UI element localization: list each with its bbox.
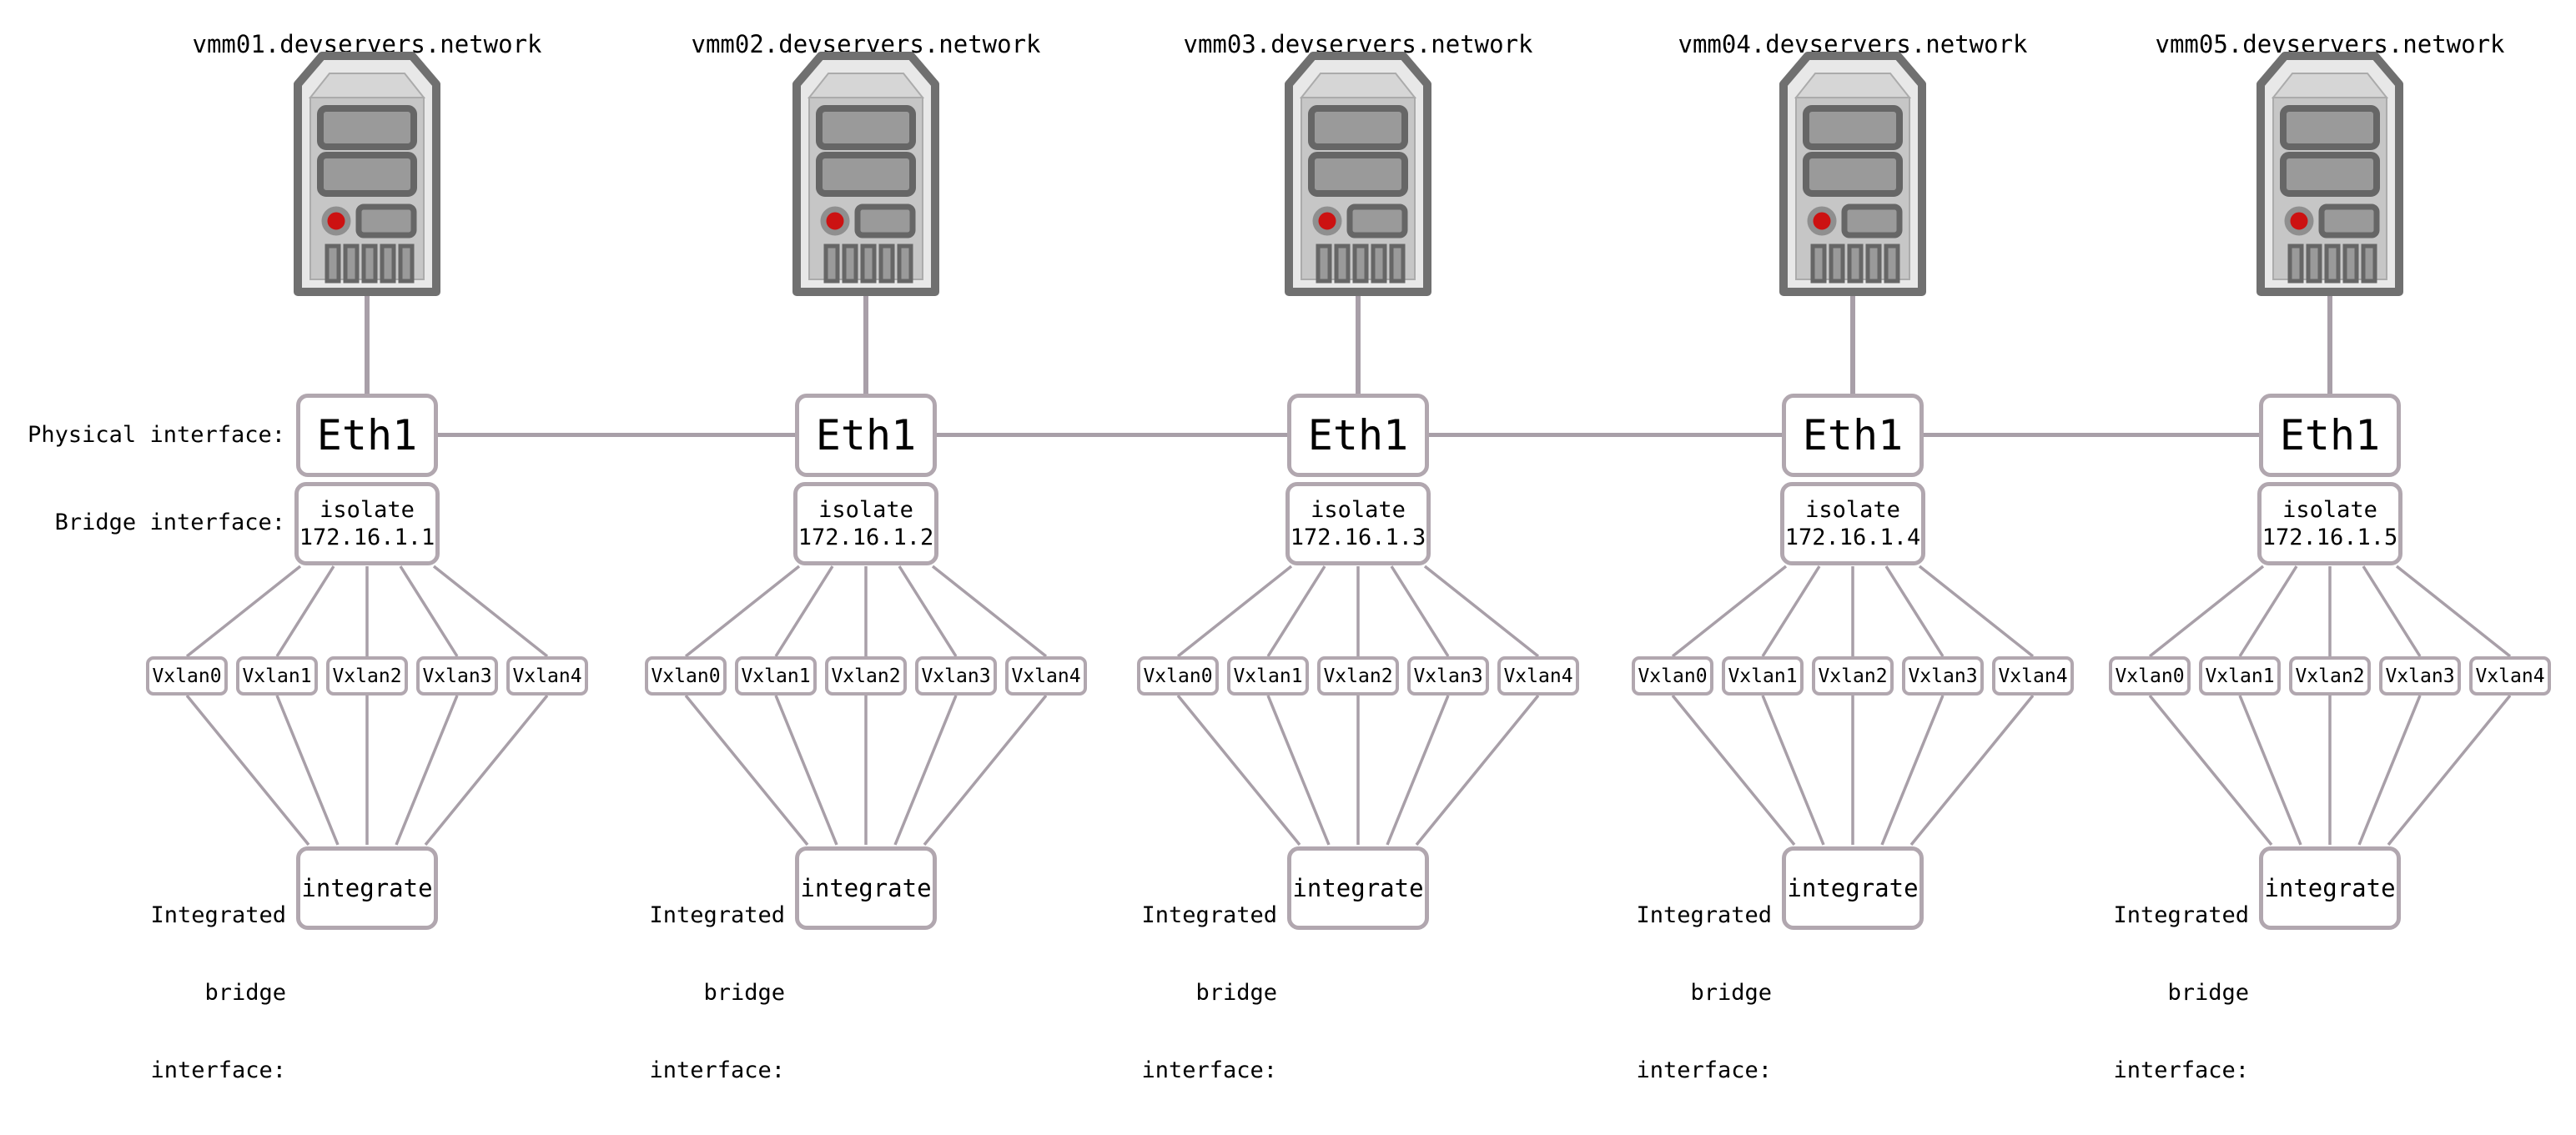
vxlan-node: Vxlan3: [1902, 656, 1984, 696]
bridge-name: isolate: [818, 497, 913, 523]
server-icon: [294, 52, 440, 296]
vxlan-node: Vxlan0: [146, 656, 228, 696]
vxlan-node: Vxlan1: [2199, 656, 2281, 696]
vxlan-node: Vxlan3: [2379, 656, 2461, 696]
integrated-bridge-node: integrate: [795, 846, 937, 930]
bridge-interface-node: isolate 172.16.1.1: [294, 482, 440, 565]
isolate-to-vxlan-links: [1176, 565, 1540, 658]
host-column-5: vmm05.devservers.network Eth1 isolate 17…: [2080, 0, 2576, 1083]
bridge-interface-node: isolate 172.16.1.5: [2257, 482, 2402, 565]
bridge-links: [1671, 565, 2035, 846]
integrated-bridge-label: Integrated bridge interface:: [2113, 902, 2249, 1083]
host-column-1: vmm01.devservers.network Eth1 isolate 17…: [117, 0, 617, 1083]
host-column-4: vmm04.devservers.network Eth1 isolate 17…: [1602, 0, 2103, 1083]
vxlan-node: Vxlan4: [1992, 656, 2074, 696]
bridge-name: isolate: [2282, 497, 2377, 523]
integrated-bridge-node: integrate: [1287, 846, 1429, 930]
bridge-links: [2148, 565, 2512, 846]
vxlan-node: Vxlan0: [2109, 656, 2191, 696]
server-icon: [792, 52, 939, 296]
vxlan-node: Vxlan2: [1317, 656, 1399, 696]
bridge-ip: 172.16.1.3: [1290, 525, 1426, 550]
physical-interface-node: Eth1: [296, 394, 438, 477]
isolate-to-vxlan-links: [684, 565, 1048, 658]
host-column-3: vmm03.devservers.network Eth1 isolate 17…: [1108, 0, 1608, 1083]
vent-slats: [1810, 244, 1900, 284]
vent-slats: [823, 244, 913, 284]
vent-slats: [325, 244, 415, 284]
network-topology-diagram: Physical interface: Bridge interface: vm…: [28, 0, 2576, 1083]
integrated-bridge-node: integrate: [2259, 846, 2401, 930]
server-icon: [1285, 52, 1431, 296]
integrated-bridge-label: Integrated bridge interface:: [1141, 902, 1277, 1083]
physical-interface-label: Physical interface:: [28, 422, 285, 448]
vxlan-node: Vxlan3: [416, 656, 498, 696]
vent-slats: [1316, 244, 1406, 284]
vent-slats: [2287, 244, 2377, 284]
vxlan-node: Vxlan0: [645, 656, 727, 696]
bridge-ip: 172.16.1.2: [797, 525, 934, 550]
power-led: [820, 206, 850, 236]
physical-interface-node: Eth1: [795, 394, 937, 477]
bridge-ip: 172.16.1.4: [1784, 525, 1921, 550]
bridge-name: isolate: [319, 497, 415, 523]
physical-interface-node: Eth1: [1287, 394, 1429, 477]
bridge-name: isolate: [1311, 497, 1406, 523]
vxlan-to-integrate-links: [1671, 694, 2035, 846]
vxlan-node: Vxlan2: [825, 656, 907, 696]
server-eth1-link: [1850, 294, 1855, 395]
vxlan-node: Vxlan2: [326, 656, 408, 696]
server-eth1-link: [365, 294, 370, 395]
bridge-interface-node: isolate 172.16.1.4: [1780, 482, 1925, 565]
vxlan-node: Vxlan3: [1407, 656, 1489, 696]
integrated-bridge-node: integrate: [1782, 846, 1924, 930]
vxlan-to-integrate-links: [1176, 694, 1540, 846]
server-icon: [1779, 52, 1926, 296]
server-icon: [2257, 52, 2403, 296]
vxlan-node: Vxlan0: [1137, 656, 1219, 696]
isolate-to-vxlan-links: [1671, 565, 2035, 658]
server-eth1-link: [2327, 294, 2332, 395]
bridge-links: [185, 565, 549, 846]
vxlan-node: Vxlan0: [1632, 656, 1713, 696]
power-led: [2284, 206, 2314, 236]
bridge-name: isolate: [1805, 497, 1900, 523]
vxlan-node: Vxlan4: [506, 656, 588, 696]
bridge-ip: 172.16.1.5: [2262, 525, 2398, 550]
vxlan-node: Vxlan4: [2469, 656, 2551, 696]
vxlan-node: Vxlan1: [1722, 656, 1804, 696]
host-column-2: vmm02.devservers.network Eth1 isolate 17…: [616, 0, 1116, 1083]
vxlan-node: Vxlan3: [915, 656, 997, 696]
bridge-interface-node: isolate 172.16.1.2: [793, 482, 938, 565]
bridge-ip: 172.16.1.1: [299, 525, 435, 550]
vxlan-node: Vxlan2: [1812, 656, 1894, 696]
bridge-links: [684, 565, 1048, 846]
isolate-to-vxlan-links: [2148, 565, 2512, 658]
vxlan-to-integrate-links: [185, 694, 549, 846]
vxlan-node: Vxlan1: [1227, 656, 1309, 696]
power-led: [321, 206, 351, 236]
vxlan-node: Vxlan1: [735, 656, 817, 696]
vxlan-to-integrate-links: [2148, 694, 2512, 846]
bridge-interface-node: isolate 172.16.1.3: [1285, 482, 1431, 565]
integrated-bridge-label: Integrated bridge interface:: [150, 902, 286, 1083]
bridge-links: [1176, 565, 1540, 846]
isolate-to-vxlan-links: [185, 565, 549, 658]
physical-interface-node: Eth1: [2259, 394, 2401, 477]
server-eth1-link: [863, 294, 868, 395]
physical-interface-node: Eth1: [1782, 394, 1924, 477]
vxlan-node: Vxlan4: [1005, 656, 1087, 696]
vxlan-to-integrate-links: [684, 694, 1048, 846]
vxlan-node: Vxlan1: [236, 656, 318, 696]
integrated-bridge-label: Integrated bridge interface:: [649, 902, 785, 1083]
bridge-interface-label: Bridge interface:: [54, 510, 285, 535]
integrated-bridge-label: Integrated bridge interface:: [1636, 902, 1772, 1083]
server-eth1-link: [1356, 294, 1361, 395]
integrated-bridge-node: integrate: [296, 846, 438, 930]
power-led: [1807, 206, 1837, 236]
vxlan-node: Vxlan4: [1497, 656, 1579, 696]
vxlan-node: Vxlan2: [2289, 656, 2371, 696]
power-led: [1312, 206, 1342, 236]
